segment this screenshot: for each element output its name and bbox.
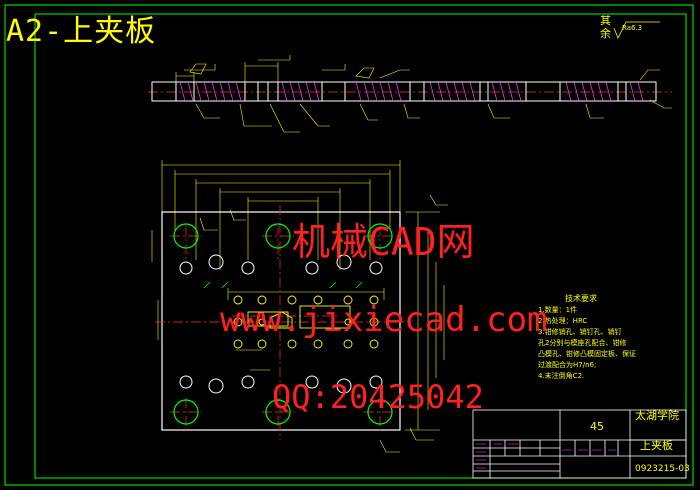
tech-line: 2.热处理：HRC xyxy=(538,317,588,325)
plan-center-lines xyxy=(155,205,410,440)
section-dimensions xyxy=(175,55,672,133)
default-roughness-value: Ra6.3 xyxy=(622,24,643,32)
material-value: 45 xyxy=(590,420,604,433)
tech-line: 3.钳修销孔、销钉孔、销钉 xyxy=(538,328,622,336)
tech-line: 4.未注倒角C2. xyxy=(538,372,585,380)
roughness-label-1: 其 xyxy=(600,14,611,27)
tech-line: 孔2分别与模座孔配合、钳修 xyxy=(538,339,627,347)
guide-holes xyxy=(173,223,393,425)
plate-outline xyxy=(161,211,401,431)
punch-holes xyxy=(233,295,379,349)
section-hatching xyxy=(179,81,644,102)
punch-cavity xyxy=(247,305,351,329)
inner-border xyxy=(34,13,687,479)
part-name: 上夹板 xyxy=(640,439,673,452)
plan-view xyxy=(151,160,448,453)
tech-line: 1.数量：1件 xyxy=(538,306,578,314)
tech-line: 凸模孔、钳修凸模固定板、保证 xyxy=(538,350,636,358)
watermark-qq: QQ:20425042 xyxy=(272,378,484,416)
watermark-site-name: 机械CAD网 xyxy=(292,220,475,264)
default-roughness: 其 余 xyxy=(600,14,611,40)
dimension-markers xyxy=(203,281,363,289)
section-holes xyxy=(175,82,627,101)
outer-border xyxy=(4,4,694,486)
title-block-grid xyxy=(472,409,687,479)
roughness-label-2: 余 xyxy=(600,27,611,40)
school-name: 太湖学院 xyxy=(635,409,679,422)
section-outline xyxy=(151,81,657,102)
plan-dimensions xyxy=(151,160,448,453)
tech-line: 过渡配合为H7/n6; xyxy=(538,361,597,369)
watermark-url: www.jixiecad.com xyxy=(220,300,548,340)
screw-holes xyxy=(179,254,383,394)
section-view xyxy=(148,55,672,133)
title-block-marks xyxy=(476,443,616,469)
drawing-number: 0923215-03 xyxy=(635,464,690,474)
drawing-title: A2-上夹板 xyxy=(6,14,157,49)
tech-requirements-title: 技术要求 xyxy=(565,294,597,303)
